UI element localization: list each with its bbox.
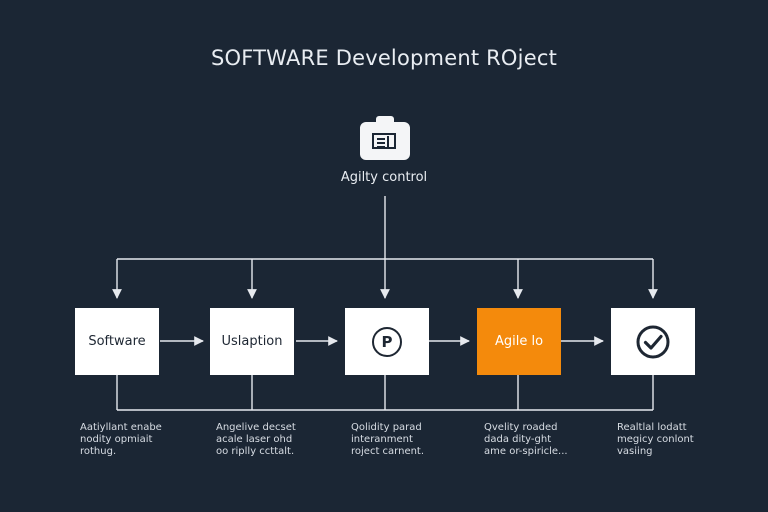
node-desc-1-line-1: Aatiyllant enabe [80,422,162,433]
node-desc-5-line-3: vasiing [617,446,653,457]
node-desc-1-line-3: rothug. [80,446,117,457]
node-desc-1-line-2: nodity opmiait [80,434,153,445]
checkmark-circle-icon [636,325,670,358]
node-desc-2-line-2: acale laser ohd [216,434,293,445]
node-desc-3-line-3: roject carnent. [351,446,425,457]
node-desc-4-line-1: Qvelity roaded [484,422,558,433]
node-desc-5: Realtlal lodatt megicy conlont vasiing [617,422,727,458]
node-label-1: Software [88,334,146,349]
briefcase-icon [360,116,410,160]
node-desc-2: Angelive decset acale laser ohd oo ripll… [216,422,326,458]
node-desc-5-line-1: Realtlal lodatt [617,422,687,433]
node-box-5 [611,308,695,375]
circle-p-icon: P [372,326,402,357]
node-box-1: Software [75,308,159,375]
node-desc-4: Qvelity roaded dada dity-ght ame or-spir… [484,422,594,458]
top-node-label: Agilty control [340,170,428,185]
node-desc-3: Qolidity parad interanment roject carnen… [351,422,461,458]
node-desc-4-line-2: dada dity-ght [484,434,552,445]
node-desc-2-line-3: oo riplly ccttalt. [216,446,295,457]
node-box-4: Agile lo [477,308,561,375]
node-label-2: Uslaption [221,334,283,349]
node-desc-3-line-1: Qolidity parad [351,422,422,433]
circle-p-icon-text: P [381,332,393,351]
node-label-4: Agile lo [494,334,544,349]
node-desc-2-line-1: Angelive decset [216,422,296,433]
node-desc-4-line-3: ame or-spiricle... [484,446,568,457]
node-box-3: P [345,308,429,375]
node-desc-3-line-2: interanment [351,434,413,445]
node-desc-1: Aatiyllant enabe nodity opmiait rothug. [80,422,190,458]
diagram-title: SOFTWARE Development ROject [210,46,557,70]
node-desc-5-line-2: megicy conlont [617,434,694,445]
node-box-2: Uslaption [210,308,294,375]
